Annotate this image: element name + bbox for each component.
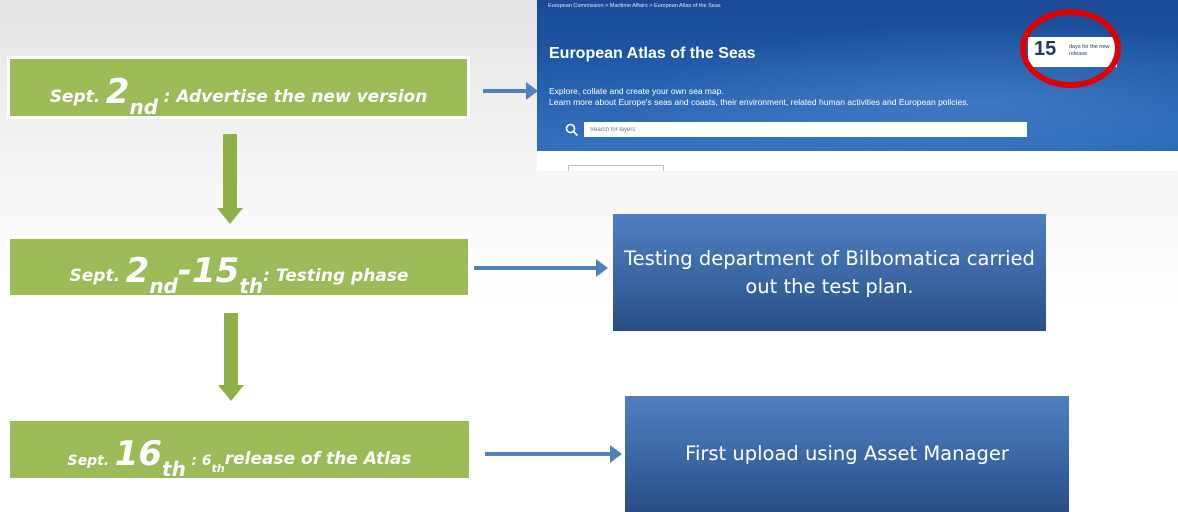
breadcrumb: European Commission > Maritime Affairs >… [548, 3, 721, 9]
phase-testing-label: : Testing phase [263, 266, 409, 286]
arrow-to-screenshot [483, 82, 538, 100]
search-icon [565, 123, 579, 137]
page-content-strip [537, 151, 1178, 171]
phase-release-prefix: Sept. [67, 453, 110, 469]
phase-testing-prefix: Sept. [69, 266, 121, 286]
outcome-upload-text: First upload using Asset Manager [685, 442, 1009, 465]
outcome-testing-text: Testing department of Bilbomatica carrie… [624, 246, 1035, 298]
phase-advertise-label: : Advertise the new version [163, 87, 428, 107]
layer-search-input[interactable] [584, 122, 1027, 137]
phase-release-label: release of the Atlas [224, 449, 412, 469]
content-tab-outline [568, 165, 664, 171]
phase-testing-end-day: 15 [192, 251, 240, 291]
page-description-line2: Learn more about Europe's seas and coast… [549, 97, 969, 107]
atlas-website-screenshot: European Commission > Maritime Affairs >… [537, 0, 1178, 171]
phase-testing-dash: - [177, 251, 192, 291]
arrow-to-testing [474, 259, 608, 277]
outcome-testing: Testing department of Bilbomatica carrie… [613, 214, 1046, 331]
page-description-line1: Explore, collate and create your own sea… [549, 86, 724, 96]
highlight-circle [1020, 9, 1121, 88]
down-arrow-2 [218, 313, 244, 401]
phase-release-ordinal: : 6 [191, 453, 212, 469]
page-title: European Atlas of the Seas [549, 45, 756, 62]
down-arrow-1 [217, 134, 243, 224]
outcome-upload: First upload using Asset Manager [625, 396, 1069, 512]
phase-advertise-prefix: Sept. [49, 87, 101, 107]
arrow-to-upload [485, 445, 622, 463]
phase-testing-start-day: 2 [125, 251, 150, 291]
phase-advertise-day: 2 [105, 72, 130, 112]
phase-release-day: 16 [114, 434, 163, 474]
